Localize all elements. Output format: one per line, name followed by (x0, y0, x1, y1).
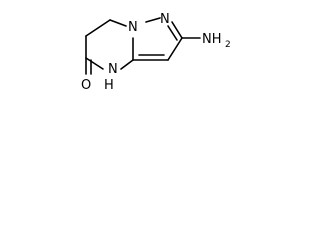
structure-canvas: N N N H O NH 2 (0, 0, 238, 104)
atom-amine: NH (202, 32, 222, 47)
bond-c-carbonyl-left (85, 57, 104, 70)
bond-nh-to-fused-c (120, 59, 134, 70)
atom-oxygen: O (81, 78, 91, 93)
bond-ch2-ch2-top (85, 19, 111, 37)
bond-n-fused-to-ch2 (109, 19, 127, 27)
molecule-diagram: N N N H O NH 2 (81, 12, 231, 93)
bond-n-c-amine-double-1 (171, 21, 183, 39)
atom-amine-subscript: 2 (225, 40, 231, 50)
atom-n-fused: N (128, 20, 138, 35)
atom-nh-h: H (104, 78, 114, 93)
atom-n-pyrazole: N (160, 12, 170, 27)
bond-n-n (145, 17, 161, 23)
bond-c-amine-to-ch (167, 37, 183, 61)
bond-n-c-amine-double-2 (167, 25, 178, 41)
atom-nh-n: N (108, 62, 118, 77)
